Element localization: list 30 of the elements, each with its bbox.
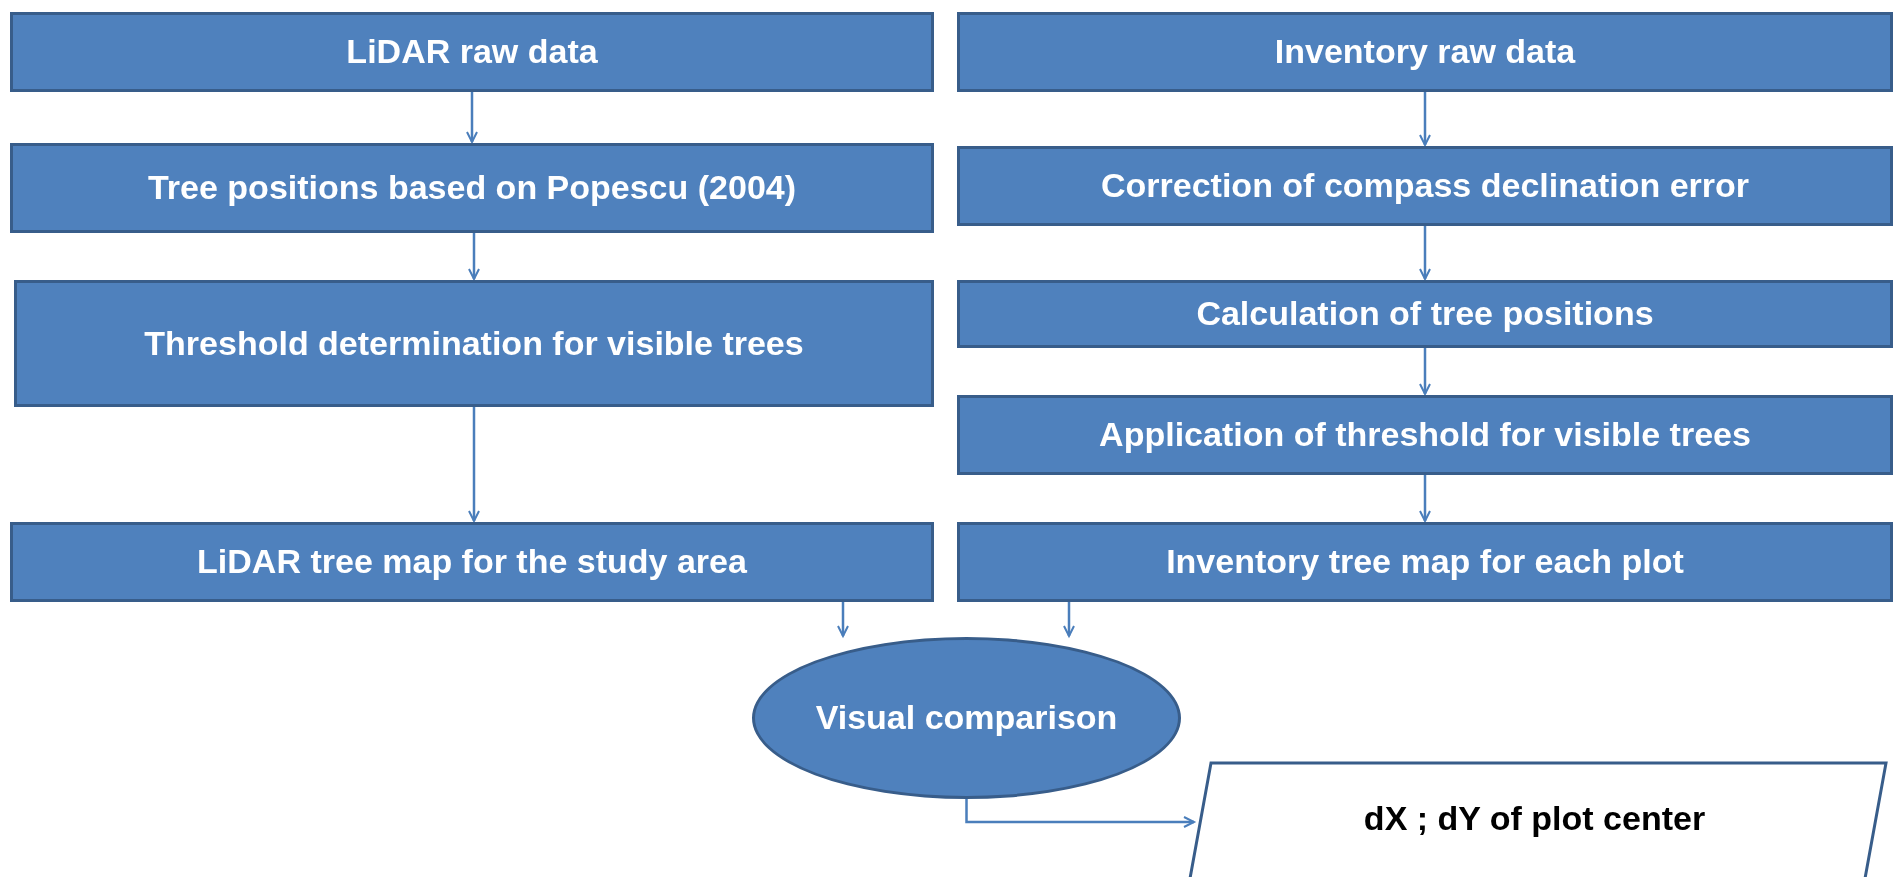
node-label: Inventory tree map for each plot	[1166, 541, 1684, 583]
node-label: LiDAR raw data	[346, 31, 598, 73]
arrow	[1063, 602, 1075, 637]
node-label: Tree positions based on Popescu (2004)	[147, 167, 797, 209]
arrow	[1419, 348, 1431, 395]
process-box	[10, 143, 934, 233]
node-label: Calculation of tree positions	[1196, 293, 1654, 335]
process-box	[14, 280, 934, 407]
process-box	[10, 12, 934, 92]
node-label: dX ; dY of plot center	[1363, 798, 1706, 840]
arrow	[965, 799, 1195, 828]
arrow	[1419, 226, 1431, 280]
process-box	[10, 522, 934, 602]
node-label: Application of threshold for visible trees	[1099, 414, 1751, 456]
arrow	[468, 233, 480, 280]
process-box	[957, 146, 1893, 226]
arrow	[466, 92, 478, 143]
arrow	[837, 602, 849, 637]
arrow	[1419, 92, 1431, 146]
process-box	[957, 280, 1893, 348]
arrow	[1419, 475, 1431, 522]
node-label: Threshold determination for visible trees	[144, 322, 804, 364]
process-box	[957, 395, 1893, 475]
node-label: Correction of compass declination error	[1101, 165, 1749, 207]
node-label: LiDAR tree map for the study area	[197, 541, 747, 583]
node-label: Inventory raw data	[1274, 31, 1576, 73]
node-label: Visual comparison	[815, 697, 1118, 739]
process-box	[957, 522, 1893, 602]
process-box	[957, 12, 1893, 92]
arrow	[468, 407, 480, 522]
